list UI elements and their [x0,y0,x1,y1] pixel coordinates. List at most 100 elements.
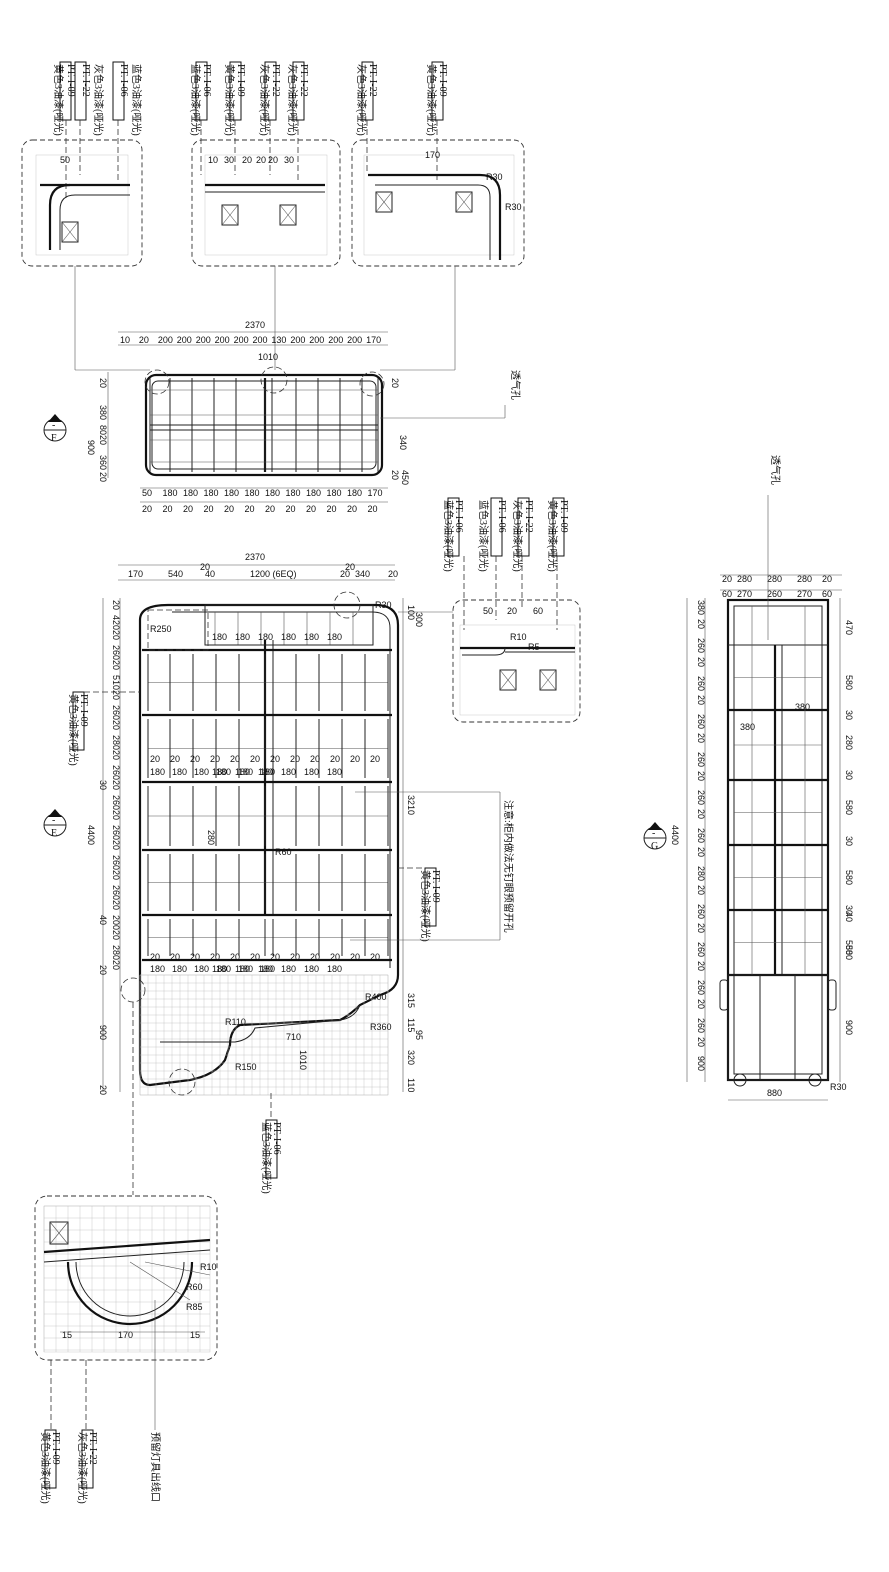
dimension-label: 470 [844,620,854,635]
dimension-label: 180 [212,632,227,642]
svg-text:380: 380 [795,702,810,712]
dimension-label: 20 [111,600,121,610]
dimension-label: 270 [797,589,812,599]
dimension-label: 340 [355,569,370,579]
svg-text:4400: 4400 [670,825,680,845]
svg-text:315: 315 [406,993,416,1008]
tag-pt-i09: PT. I-09 [235,64,246,97]
dimension-label: 20 [163,504,173,514]
dimension-label: 580 [844,675,854,690]
svg-text:R30: R30 [486,172,503,182]
svg-text:-: - [52,815,55,826]
dimension-label: 20 [696,923,706,933]
dimension-label: 50 [142,488,152,498]
dimension-label: 30 [98,780,108,790]
svg-text:R10: R10 [510,632,527,642]
dimension-label: 20 [722,574,732,584]
dimension-label: 20 [98,472,108,482]
dimension-label: 180 [258,964,273,974]
dimension-label: 200 [111,915,121,930]
dimension-label: 20 [327,504,337,514]
dimension-label: 200 [309,335,324,345]
svg-text:20: 20 [268,155,278,165]
svg-text:10: 10 [208,155,218,165]
svg-text:170: 170 [118,1330,133,1340]
dimension-label: 180 [347,488,362,498]
dimension-label: 280 [844,735,854,750]
dimension-label: 180 [281,767,296,777]
dimension-label: 20 [696,809,706,819]
tag-pt-i09: PT. I-09 [437,64,448,97]
tag-pt-i22: PT. I-22 [87,1432,98,1465]
tag-pt-i22: PT. I-22 [367,64,378,97]
dimension-label: 20 [142,504,152,514]
svg-text:15: 15 [62,1330,72,1340]
svg-text:20: 20 [256,155,266,165]
dimension-label: 180 [260,964,275,974]
tag-box [74,61,87,121]
dimension-label: 180 [150,964,165,974]
dimension-label: 20 [340,569,350,579]
material-grey: 灰色3油漆(哑光) [355,64,368,136]
dimension-label: 20 [190,754,200,764]
dimension-label: 280 [111,945,121,960]
dimension-label: 180 [281,964,296,974]
tag-pt-i09: PT. I-09 [50,1432,61,1465]
dimension-label: 20 [370,952,380,962]
dimension-label: 580 [844,945,854,960]
tag-pt-i22: PT. I-22 [298,64,309,97]
dimension-label: 20 [150,754,160,764]
dimension-label: 20 [139,335,149,345]
dimension-label: 280 [797,574,812,584]
dimension-label: 20 [170,754,180,764]
material-yellow: 黄色3油漆(哑光) [39,1432,52,1504]
dimension-label: 1200 (6EQ) [250,569,297,579]
dimension-label: 180 [304,964,319,974]
svg-text:300: 300 [414,612,424,627]
floor-grid [139,974,389,1096]
dimension-label: 200 [290,335,305,345]
detail-leaders-f [74,266,456,371]
dimension-label: 180 [238,767,253,777]
tag-pt-i22: PT. I-22 [523,500,534,533]
svg-text:50: 50 [60,155,70,165]
section-label-g: G [651,841,658,852]
dimension-label: 180 [238,964,253,974]
dimension-label: 20 [390,470,400,480]
svg-text:100: 100 [406,605,416,620]
dimension-label: 180 [224,488,239,498]
svg-text:30: 30 [224,155,234,165]
dimension-label: 900 [98,1025,108,1040]
svg-text:900: 900 [86,440,96,455]
dimension-label: 180 [281,632,296,642]
dimension-label: 900 [844,1020,854,1035]
dimension-label: 20 [350,754,360,764]
svg-text:R5: R5 [528,642,540,652]
material-blue: 蓝色3油漆(哑光) [189,64,202,136]
dimension-label: 180 [172,767,187,777]
svg-text:115: 115 [406,1018,416,1032]
detail-box-d: PT. I-06 蓝色3油漆(哑光) PT. I-06 蓝色3油漆(哑光) PT… [398,497,581,723]
tag-pt-i06: PT. I-06 [201,64,212,97]
dimension-label: 180 [258,632,273,642]
dimension-label: 200 [328,335,343,345]
dimension-label: 180 [212,767,227,777]
dimension-label: 20 [224,504,234,514]
material-yellow: 黄色3油漆(哑光) [52,64,65,136]
dimension-label: 20 [170,952,180,962]
dimension-label: 20 [98,965,108,975]
dimension-label: 20 [306,504,316,514]
top-tags: PT. I-22 PT. I-09 灰色3油漆(哑光) 黄色3油漆(哑光) PT… [52,61,448,136]
dimension-label: 20 [111,840,121,850]
detail-box-c: 170 R30 R30 [351,139,525,267]
svg-text:30: 30 [284,155,294,165]
dimension-label: 180 [327,488,342,498]
dimension-label: 20 [250,754,260,764]
dimension-label: 260 [767,589,782,599]
dimension-label: 180 [304,632,319,642]
dimension-label: 200 [158,335,173,345]
dimension-label: 20 [250,952,260,962]
dimension-label: 40 [205,569,215,579]
svg-text:280: 280 [206,830,216,845]
